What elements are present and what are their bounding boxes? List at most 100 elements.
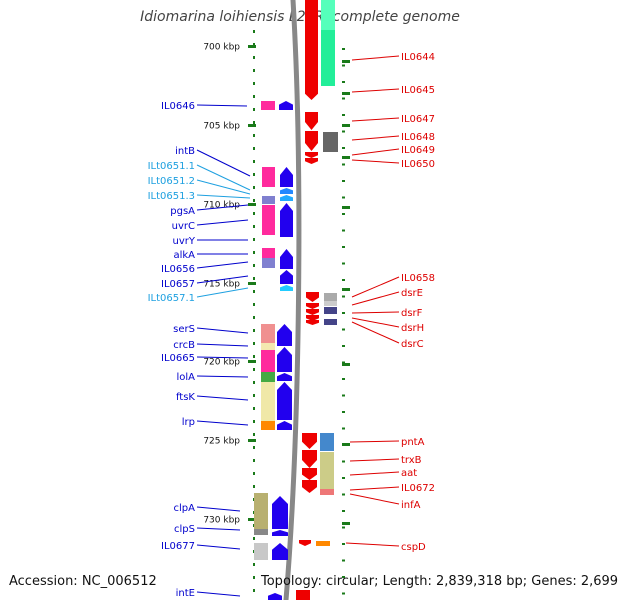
minor-tick — [253, 355, 255, 358]
gene-arrow — [277, 382, 292, 420]
minor-tick — [253, 69, 255, 72]
topology-text: Topology: circular; Length: 2,839,318 bp… — [261, 574, 618, 589]
gene-label-uvrY: uvrY — [173, 236, 196, 247]
gene-arrow — [277, 373, 292, 381]
gene-box — [262, 248, 275, 258]
gene-label-IL0658: IL0658 — [401, 273, 435, 284]
gene-arrow — [306, 309, 319, 315]
minor-tick — [253, 56, 255, 59]
minor-tick — [253, 563, 255, 566]
accession-text: Accession: NC_006512 — [9, 574, 157, 589]
leader-line — [349, 493, 400, 505]
genome-title: Idiomarina loihiensis L2TR, complete gen… — [140, 9, 460, 25]
gene-arrow — [305, 112, 318, 130]
minor-tick — [253, 472, 255, 475]
major-tick — [342, 288, 350, 291]
minor-tick — [342, 378, 345, 380]
gene-label-IL0650: IL0650 — [401, 159, 435, 170]
major-tick — [248, 45, 256, 48]
minor-tick — [342, 114, 345, 116]
leader-line — [351, 291, 400, 306]
gene-box — [320, 433, 334, 451]
minor-tick — [342, 427, 345, 430]
gene-arrow — [277, 324, 292, 346]
major-tick — [342, 156, 350, 159]
minor-tick — [253, 121, 255, 124]
gene-label-lolA: lolA — [176, 372, 195, 383]
minor-tick — [342, 592, 345, 595]
gene-arrow — [277, 347, 292, 372]
minor-tick — [253, 225, 255, 228]
gene-label-cspD: cspD — [401, 542, 426, 553]
gene-box — [254, 529, 268, 535]
minor-tick — [342, 295, 345, 298]
minor-tick — [253, 134, 255, 137]
minor-tick — [253, 537, 255, 540]
leader-line — [351, 321, 400, 344]
gene-box — [305, 0, 318, 86]
gene-label-pgsA: pgsA — [170, 206, 195, 217]
minor-tick — [253, 576, 255, 579]
minor-tick — [253, 394, 255, 397]
leader-line — [351, 311, 400, 314]
minor-tick — [342, 262, 345, 265]
leader-line — [196, 219, 249, 226]
minor-tick — [253, 368, 255, 371]
leader-line — [196, 204, 249, 211]
minor-tick — [253, 147, 255, 150]
minor-tick — [253, 407, 255, 410]
trna-arrow — [280, 285, 293, 291]
gene-label-infA: infA — [401, 500, 421, 511]
scale-label: 715 kbp — [203, 280, 240, 290]
scale-label: 730 kbp — [203, 516, 240, 526]
minor-tick — [253, 95, 255, 98]
minor-tick — [342, 526, 345, 529]
minor-tick — [253, 173, 255, 176]
minor-tick — [253, 212, 255, 215]
gene-label-lrp: lrp — [182, 417, 195, 428]
gene-label-IL0645: IL0645 — [401, 85, 435, 96]
gene-box — [320, 489, 334, 495]
leader-line — [196, 275, 249, 284]
minor-tick — [253, 277, 255, 280]
major-tick — [248, 124, 256, 127]
minor-tick — [253, 589, 255, 592]
minor-tick — [342, 493, 345, 496]
gene-box — [254, 543, 268, 560]
major-tick — [248, 282, 256, 285]
leader-line — [196, 164, 251, 191]
major-tick — [248, 518, 256, 521]
minor-tick — [253, 329, 255, 332]
gene-label-uvrC: uvrC — [172, 221, 195, 232]
gene-label-IL0649: IL0649 — [401, 145, 435, 156]
minor-tick — [342, 559, 345, 562]
leader-line — [196, 375, 249, 378]
gene-arrow — [279, 101, 293, 110]
leader-line — [351, 88, 400, 93]
leader-line — [349, 440, 400, 443]
gene-label-serS: serS — [173, 324, 195, 335]
gene-box — [321, 0, 335, 30]
major-tick — [342, 363, 350, 366]
gene-arrow — [268, 593, 282, 600]
gene-box — [261, 350, 275, 372]
gene-arrow — [306, 303, 319, 309]
leader-line — [196, 544, 241, 550]
gene-arrow — [306, 320, 319, 325]
minor-tick — [253, 186, 255, 189]
leader-line — [196, 356, 249, 359]
scale-label: 710 kbp — [203, 201, 240, 211]
gene-label-IL0644: IL0644 — [401, 52, 435, 63]
major-tick — [342, 522, 350, 525]
leader-line — [351, 148, 400, 156]
minor-tick — [253, 160, 255, 163]
leader-line — [351, 317, 400, 328]
leader-line — [345, 542, 400, 547]
leader-line — [196, 287, 249, 298]
minor-tick — [253, 316, 255, 319]
gene-arrow — [280, 270, 293, 284]
gene-box — [254, 493, 268, 529]
leader-line — [196, 420, 249, 426]
gene-label-crcB: crcB — [173, 340, 195, 351]
